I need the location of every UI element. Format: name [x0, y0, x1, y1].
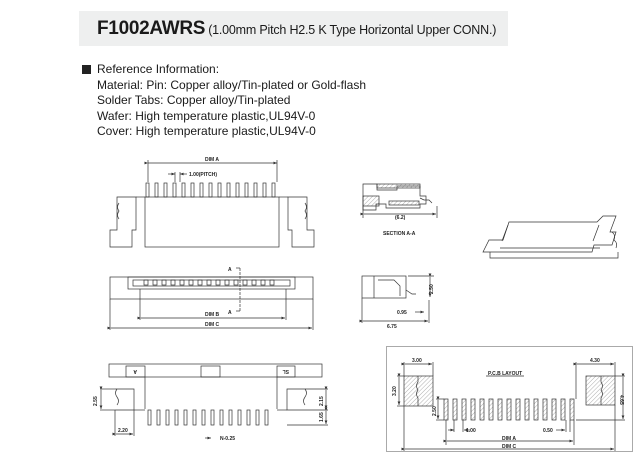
svg-text:DIM A: DIM A: [205, 157, 219, 163]
reference-line: Cover: High temperature plastic,UL94V-0: [97, 124, 316, 138]
reference-line: Wafer: High temperature plastic,UL94V-0: [97, 108, 316, 123]
svg-text:P.C.B LAYOUT: P.C.B LAYOUT: [488, 371, 522, 377]
reference-information: Reference Information: Material: Pin: Co…: [82, 62, 366, 140]
svg-text:N-0.25: N-0.25: [220, 436, 235, 442]
svg-text:1.00(PITCH): 1.00(PITCH): [189, 172, 217, 178]
part-number: F1002AWRS: [97, 17, 206, 39]
svg-text:DIM C: DIM C: [205, 322, 220, 328]
pcb-layout-frame: [386, 346, 633, 452]
svg-text:2.55: 2.55: [93, 396, 99, 406]
svg-text:A: A: [133, 368, 137, 374]
svg-text:A: A: [228, 310, 232, 316]
reference-line: Material: Pin: Copper alloy/Tin-plated o…: [97, 77, 367, 92]
title-bar: F1002AWRS (1.00mm Pitch H2.5 K Type Hori…: [79, 11, 508, 46]
svg-text:0.95: 0.95: [397, 310, 407, 316]
isometric-view-drawing: [482, 215, 619, 259]
svg-text:SECTION A-A: SECTION A-A: [383, 231, 416, 237]
svg-text:6.75: 6.75: [387, 324, 397, 330]
svg-text:3.00: 3.00: [412, 358, 422, 364]
svg-text:SL: SL: [283, 368, 289, 374]
bullet-square-icon: [82, 65, 91, 75]
bottom-view-drawing: 2.55 2.20 2.15 1.65 N-0.25 A SL: [93, 363, 328, 442]
svg-text:1.00: 1.00: [466, 428, 476, 434]
side-view-drawing: 2.50 0.95 6.75: [359, 273, 435, 330]
svg-text:DIM C: DIM C: [502, 444, 517, 450]
section-width-label: (6.2): [395, 215, 406, 221]
reference-heading: Reference Information:: [97, 62, 220, 76]
section-a-a-drawing: (6.2) SECTION A-A: [360, 183, 438, 237]
pcb-layout-drawing: P.C.B LAYOUT 3.00 3.20 2.50 4.30 4.65 1.…: [392, 358, 625, 451]
svg-text:2.50: 2.50: [429, 284, 435, 294]
top-view-drawing: DIM A 1.00(PITCH): [109, 157, 315, 248]
svg-text:4.30: 4.30: [590, 358, 600, 364]
svg-text:2.50: 2.50: [432, 406, 438, 416]
reference-line: Solder Tabs: Copper alloy/Tin-plated: [97, 93, 291, 107]
svg-text:1.65: 1.65: [319, 412, 325, 422]
svg-text:2.15: 2.15: [319, 396, 325, 406]
svg-text:3.20: 3.20: [392, 386, 398, 396]
svg-text:A: A: [228, 267, 232, 273]
svg-text:0.50: 0.50: [543, 428, 553, 434]
front-view-drawing: A A DIM B DIM C: [107, 267, 314, 330]
part-description: (1.00mm Pitch H2.5 K Type Horizontal Upp…: [208, 23, 497, 37]
svg-text:2.20: 2.20: [118, 428, 128, 434]
svg-text:DIM A: DIM A: [502, 436, 516, 442]
svg-text:4.65: 4.65: [618, 395, 624, 405]
svg-text:DIM B: DIM B: [205, 312, 220, 318]
